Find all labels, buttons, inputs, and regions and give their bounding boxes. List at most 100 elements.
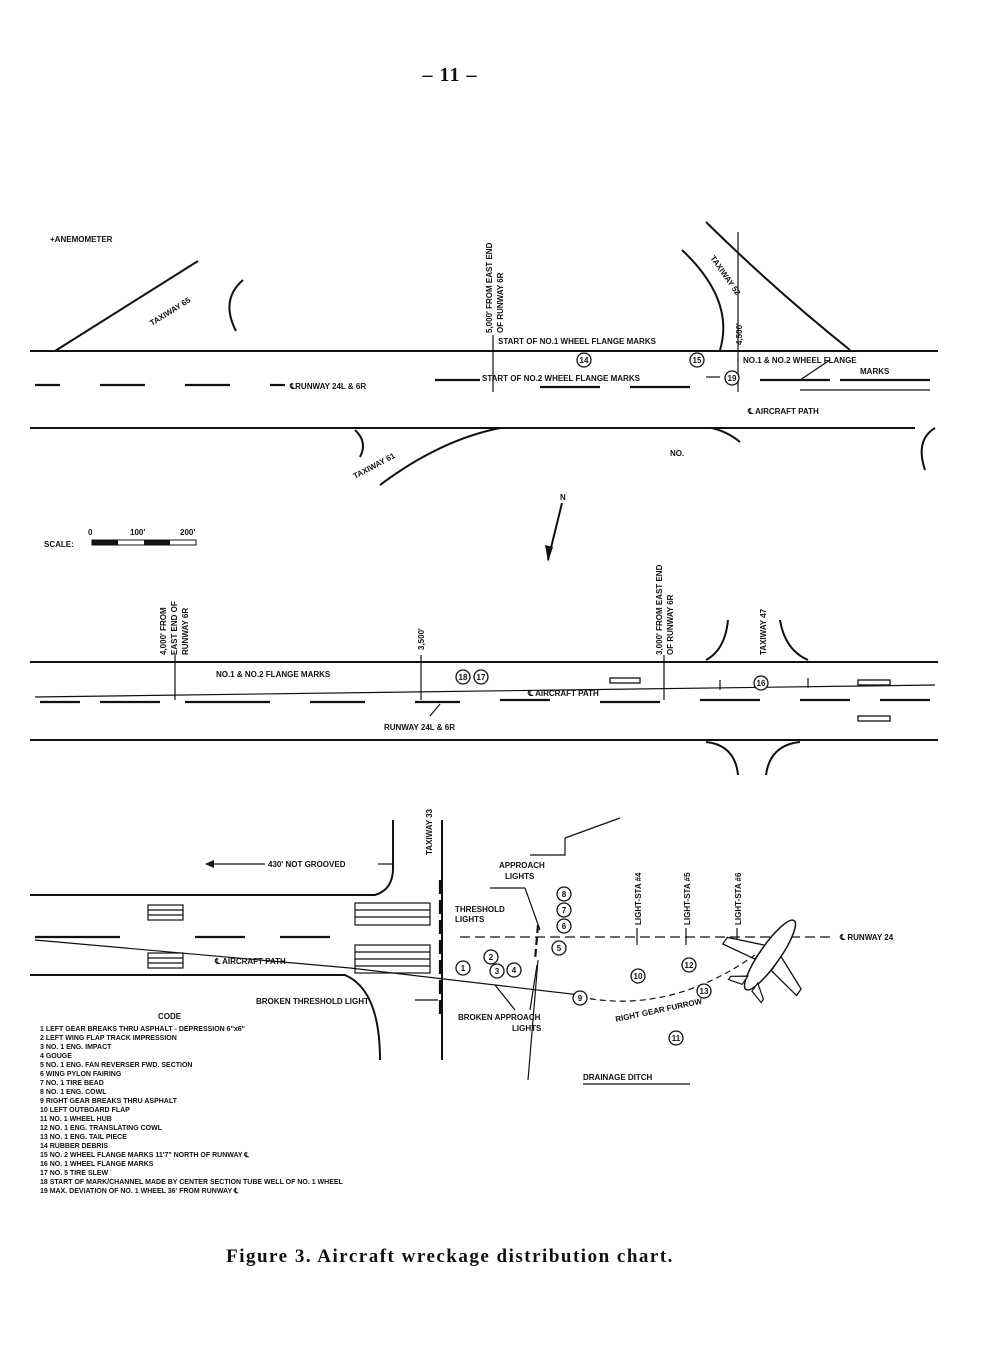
taxiway-33-label: TAXIWAY 33 xyxy=(425,808,434,855)
broken-threshold-label: BROKEN THRESHOLD LIGHT xyxy=(256,997,369,1006)
threshold-lights-label-b: LIGHTS xyxy=(455,915,485,924)
svg-text:8: 8 xyxy=(562,890,567,899)
light-sta-6-label: LIGHT-STA #6 xyxy=(734,872,743,925)
flange-marks-label-a: NO.1 & NO.2 WHEEL FLANGE xyxy=(743,356,857,365)
svg-text:12: 12 xyxy=(685,961,694,970)
drainage-ditch-label: DRAINAGE DITCH xyxy=(583,1073,653,1082)
marker-7: 7 xyxy=(556,902,572,918)
legend-item: 4 GOUGE xyxy=(40,1053,72,1060)
marker-6: 6 xyxy=(556,918,572,934)
legend-item: 1 LEFT GEAR BREAKS THRU ASPHALT - DEPRES… xyxy=(40,1026,245,1033)
svg-text:9: 9 xyxy=(578,994,583,1003)
aircraft-path-top-label: ℄ AIRCRAFT PATH xyxy=(747,407,819,416)
legend-item: 9 RIGHT GEAR BREAKS THRU ASPHALT xyxy=(40,1098,178,1105)
marker-14: 14 xyxy=(576,352,592,368)
svg-text:19: 19 xyxy=(728,374,737,383)
legend-item: 17 NO. 5 TIRE SLEW xyxy=(40,1170,108,1177)
taxiway-33: TAXIWAY 33 xyxy=(30,808,443,1061)
svg-text:10: 10 xyxy=(634,972,643,981)
legend-item: 7 NO. 1 TIRE BEAD xyxy=(40,1080,104,1087)
runway-top-edges xyxy=(30,350,938,430)
marker-9: 9 xyxy=(572,990,588,1006)
right-gear-furrow-label: RIGHT GEAR FURROW xyxy=(615,997,704,1024)
legend-item: 8 NO. 1 ENG. COWL xyxy=(40,1089,107,1096)
flange-marks-mid-label: NO.1 & NO.2 FLANGE MARKS xyxy=(216,670,331,679)
scale-tick-100: 100' xyxy=(130,528,145,537)
aircraft-path-mid-label: ℄ AIRCRAFT PATH xyxy=(527,689,599,698)
svg-text:16: 16 xyxy=(757,679,766,688)
marker-11: 11 xyxy=(668,1030,684,1046)
north-label: N xyxy=(560,493,566,502)
marker-19: 19 xyxy=(724,370,740,386)
marker-5: 5 xyxy=(551,940,567,956)
page-number: – 11 – xyxy=(422,64,478,86)
taxiway-65-label: TAXIWAY 65 xyxy=(148,295,192,327)
runway-top-centerline-label: ℄RUNWAY 24L & 6R xyxy=(289,382,366,391)
taxiway-61: TAXIWAY 61 NO. xyxy=(352,427,936,486)
start-no1-flange-label: START OF NO.1 WHEEL FLANGE MARKS xyxy=(498,337,657,346)
legend-item: 11 NO. 1 WHEEL HUB xyxy=(40,1116,112,1123)
scale-label: SCALE: xyxy=(44,540,74,549)
threshold-marks xyxy=(147,902,431,974)
distance-3000-label-a: 3,000' FROM EAST END xyxy=(655,564,664,655)
svg-text:6: 6 xyxy=(562,922,567,931)
legend-item: 16 NO. 1 WHEEL FLANGE MARKS xyxy=(40,1161,154,1168)
marker-8: 8 xyxy=(556,886,572,902)
marker-15: 15 xyxy=(689,352,705,368)
distance-5000-marker: 5,000' FROM EAST END OF RUNWAY 6R xyxy=(485,242,505,392)
anemometer-label: +ANEMOMETER xyxy=(50,235,113,244)
svg-text:11: 11 xyxy=(672,1034,681,1043)
legend-item: 19 MAX. DEVIATION OF NO. 1 WHEEL 36' FRO… xyxy=(40,1187,239,1195)
flange-marks-label-b: MARKS xyxy=(860,367,890,376)
taxiway-47-label: TAXIWAY 47 xyxy=(759,608,768,655)
legend-item: 13 NO. 1 ENG. TAIL PIECE xyxy=(40,1134,127,1141)
distance-4500-label: 4,500' xyxy=(735,323,744,345)
taxiway-52: TAXIWAY 52 4,500' xyxy=(681,221,851,392)
not-grooved-arrow: 430' NOT GROOVED xyxy=(205,860,392,869)
marker-18: 18 xyxy=(455,669,471,685)
right-gear-furrow: RIGHT GEAR FURROW xyxy=(579,954,756,1024)
light-sta-4-label: LIGHT-STA #4 xyxy=(634,872,643,925)
distance-5000-label-b: OF RUNWAY 6R xyxy=(496,272,505,333)
distance-4000-label-c: RUNWAY 6R xyxy=(181,608,190,655)
code-legend: CODE 1 LEFT GEAR BREAKS THRU ASPHALT - D… xyxy=(40,1012,344,1195)
approach-lights-label-a: APPROACH xyxy=(499,861,545,870)
scale-tick-200: 200' xyxy=(180,528,195,537)
not-grooved-label: 430' NOT GROOVED xyxy=(268,860,346,869)
scale-tick-0: 0 xyxy=(88,528,93,537)
marker-10: 10 xyxy=(630,968,646,984)
light-stations: LIGHT-STA #4 LIGHT-STA #5 LIGHT-STA #6 xyxy=(634,872,743,945)
approach-lights-label-b: LIGHTS xyxy=(505,872,535,881)
broken-approach-label-b: LIGHTS xyxy=(512,1024,542,1033)
marker-4: 4 xyxy=(506,962,522,978)
broken-approach-label-a: BROKEN APPROACH xyxy=(458,1013,541,1022)
threshold-lights-label-a: THRESHOLD xyxy=(455,905,505,914)
distance-3500-label: 3,500' xyxy=(417,628,426,650)
start-no2-flange-label: START OF NO.2 WHEEL FLANGE MARKS xyxy=(482,374,641,383)
svg-text:1: 1 xyxy=(461,964,466,973)
legend-item: 14 RUBBER DEBRIS xyxy=(40,1143,108,1150)
north-arrow: N xyxy=(545,493,566,562)
legend-item: 12 NO. 1 ENG. TRANSLATING COWL xyxy=(40,1125,163,1132)
aircraft-icon xyxy=(721,919,802,1004)
marker-2: 2 xyxy=(483,949,499,965)
marker-17: 17 xyxy=(473,669,489,685)
svg-text:14: 14 xyxy=(580,356,589,365)
svg-text:13: 13 xyxy=(700,987,709,996)
svg-text:2: 2 xyxy=(489,953,494,962)
runway-24-label: ℄ RUNWAY 24 xyxy=(839,933,894,942)
figure-caption: Figure 3. Aircraft wreckage distribution… xyxy=(226,1246,674,1267)
svg-text:5: 5 xyxy=(557,944,562,953)
light-sta-5-label: LIGHT-STA #5 xyxy=(683,872,692,925)
aircraft-path-bottom-label: ℄ AIRCRAFT PATH xyxy=(214,957,286,966)
runway-mid-label: RUNWAY 24L & 6R xyxy=(384,723,455,732)
svg-text:17: 17 xyxy=(477,673,486,682)
legend-item: 5 NO. 1 ENG. FAN REVERSER FWD. SECTION xyxy=(40,1062,192,1069)
svg-text:3: 3 xyxy=(495,967,500,976)
legend-item: 15 NO. 2 WHEEL FLANGE MARKS 11'7" NORTH … xyxy=(40,1151,249,1159)
distance-4000-label-a: 4,000' FROM xyxy=(159,607,168,655)
no-label: NO. xyxy=(670,449,684,458)
distance-4000-label-b: EAST END OF xyxy=(170,601,179,655)
marker-13: 13 xyxy=(696,983,712,999)
